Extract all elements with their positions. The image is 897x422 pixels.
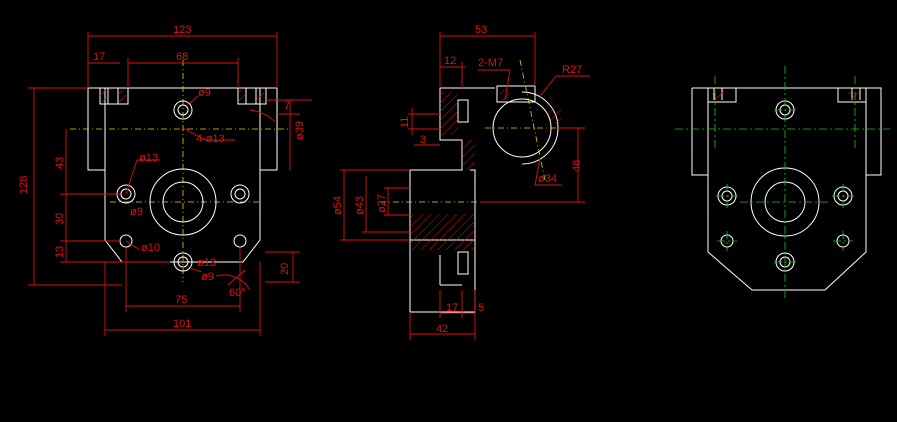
dim-flange: 12 bbox=[444, 55, 456, 67]
dim-lower-a: 17 bbox=[446, 302, 458, 314]
dim-hole-mid-inner: ø9 bbox=[130, 206, 143, 218]
dim-chamfer-height: 20 bbox=[279, 263, 291, 275]
front-view-outline bbox=[87, 87, 278, 263]
side-view-dimension-texts: 53 12 2-M7 R27 11 3 ø34 48 ø54 ø43 ø27 1… bbox=[332, 24, 583, 335]
dim-bore: ø34 bbox=[538, 173, 557, 185]
right-view-outline bbox=[691, 87, 882, 291]
right-view bbox=[675, 66, 890, 300]
dim-step: 3 bbox=[420, 134, 426, 146]
side-view-hatching bbox=[410, 90, 562, 250]
dim-slot-spacing: 68 bbox=[176, 51, 188, 63]
side-view-centerlines bbox=[380, 59, 565, 203]
dim-hole-low: ø10 bbox=[141, 242, 160, 254]
dim-hole-bottom-inner: ø9 bbox=[201, 271, 214, 283]
dim-hole-spacing: 75 bbox=[175, 294, 187, 306]
dim-top-holes: 4-ø13 bbox=[196, 133, 225, 145]
front-view-dimension-lines bbox=[28, 32, 312, 336]
side-view-dimension-lines bbox=[340, 32, 590, 340]
front-view-dimension-texts: 123 17 68 ø9 4-ø13 7 ø39 128 43 30 13 ø1… bbox=[18, 24, 306, 330]
dim-hole-mid: ø13 bbox=[139, 152, 158, 164]
dim-small-gap: 11 bbox=[399, 117, 411, 128]
dim-thread: 2-M7 bbox=[478, 57, 503, 69]
right-view-centerlines bbox=[675, 66, 890, 300]
front-view-holes bbox=[116, 100, 250, 272]
dim-hole-top: ø9 bbox=[198, 87, 211, 99]
dim-mid-height: 30 bbox=[54, 213, 66, 225]
dim-base-width: 101 bbox=[173, 318, 191, 330]
dim-overall-width: 123 bbox=[173, 24, 191, 36]
dim-chamfer-angle: 60° bbox=[229, 287, 246, 299]
dim-height: 48 bbox=[571, 160, 583, 172]
dim-base-length: 42 bbox=[436, 323, 448, 335]
dim-boss-inner: ø27 bbox=[376, 194, 388, 213]
front-view-centerlines bbox=[70, 60, 290, 282]
dim-notch: 7 bbox=[284, 100, 290, 112]
dim-top-width: 53 bbox=[475, 24, 487, 36]
dim-bore-height: ø39 bbox=[294, 121, 306, 140]
dim-low-height: 13 bbox=[54, 246, 66, 258]
dim-total-height: 128 bbox=[18, 176, 30, 194]
dim-boss-outer: ø54 bbox=[332, 196, 344, 215]
front-view: 123 17 68 ø9 4-ø13 7 ø39 128 43 30 13 ø1… bbox=[18, 24, 312, 336]
dim-upper-height: 43 bbox=[54, 157, 66, 169]
dim-radius: R27 bbox=[562, 64, 582, 76]
side-view: 53 12 2-M7 R27 11 3 ø34 48 ø54 ø43 ø27 1… bbox=[332, 24, 590, 340]
dim-boss-mid: ø43 bbox=[354, 196, 366, 215]
dim-lower-b: 5 bbox=[478, 302, 484, 314]
dim-slot-offset: 17 bbox=[93, 51, 105, 63]
dim-hole-bottom: ø13 bbox=[197, 257, 216, 269]
side-view-outline bbox=[409, 85, 559, 313]
